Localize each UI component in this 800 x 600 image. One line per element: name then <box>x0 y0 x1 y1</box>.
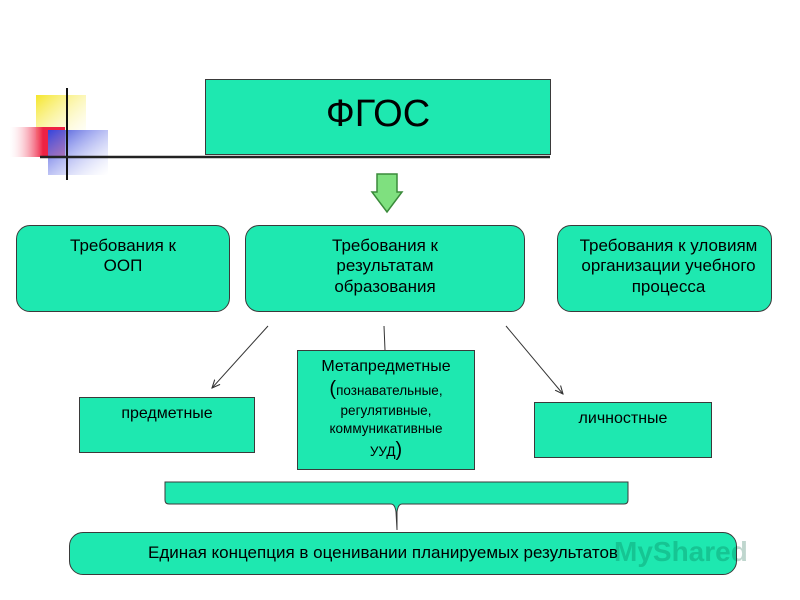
unified-concept-label: Единая концепция в оценивании планируемы… <box>70 533 696 563</box>
meta-subject-items: (познавательные, регулятивные, коммуника… <box>298 376 474 463</box>
watermark-logo: MyShared <box>614 536 748 568</box>
meta-items-text: познавательные, регулятивные, коммуникат… <box>329 383 442 459</box>
personal-results-box: личностные <box>534 402 712 458</box>
arrow-to-personal <box>506 326 563 394</box>
meta-paren-close: ) <box>396 439 403 461</box>
requirements-results-box: Требования к результатам образования <box>245 225 525 312</box>
subject-results-label: предметные <box>80 398 254 423</box>
requirements-conditions-box: Требования к уловиям организации учебног… <box>557 225 772 312</box>
down-arrow-icon <box>372 174 402 212</box>
requirements-oop-box: Требования к ООП <box>16 225 230 312</box>
line-to-meta <box>384 326 385 350</box>
requirements-results-label: Требования к результатам образования <box>246 226 524 297</box>
personal-results-label: личностные <box>535 403 711 428</box>
meta-subject-results-box: Метапредметные (познавательные, регуляти… <box>297 350 475 470</box>
fgos-title: ФГОС <box>206 92 550 138</box>
collecting-bracket <box>165 482 628 530</box>
fgos-title-box: ФГОС <box>205 79 551 155</box>
requirements-conditions-label: Требования к уловиям организации учебног… <box>546 226 791 297</box>
requirements-oop-label: Требования к ООП <box>17 226 229 277</box>
meta-subject-title: Метапредметные <box>298 351 474 376</box>
subject-results-box: предметные <box>79 397 255 453</box>
arrow-to-subject <box>212 326 268 388</box>
